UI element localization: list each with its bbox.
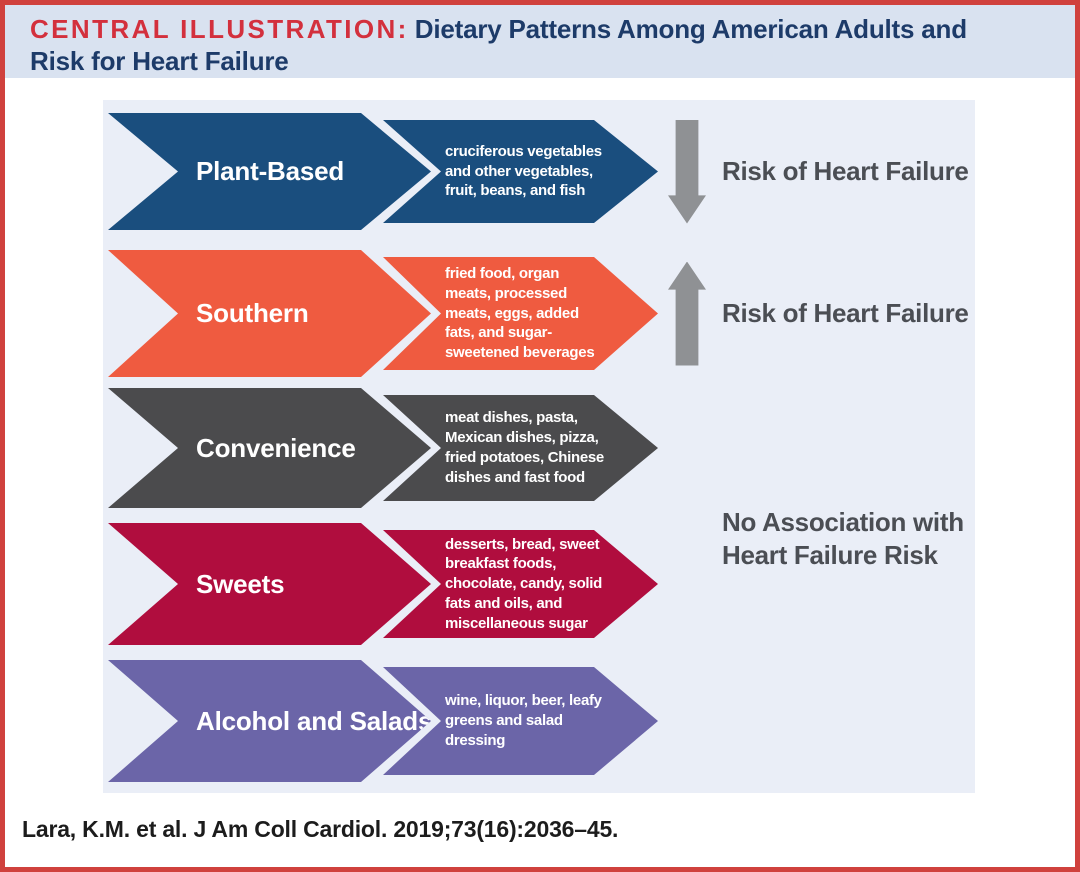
figure-title-line1: Dietary Patterns Among American Adults a… xyxy=(414,14,967,44)
no-association-text: No Association with Heart Failure Risk xyxy=(722,507,964,570)
risk-indicator: Risk of Heart Failure xyxy=(668,250,969,377)
increase-arrow-icon xyxy=(668,261,706,366)
diet-description: cruciferous vegetables and other vegetab… xyxy=(445,142,602,200)
diet-row-plant-based: Plant-Based cruciferous vegetables and o… xyxy=(108,113,970,230)
risk-outcome-text: Risk of Heart Failure xyxy=(722,156,969,186)
figure-header: CENTRAL ILLUSTRATION:Dietary Patterns Am… xyxy=(5,5,1075,78)
figure-title-line2: Risk for Heart Failure xyxy=(30,46,289,76)
figure-title-label: CENTRAL ILLUSTRATION: xyxy=(30,14,409,44)
diet-row-southern: Southern fried food, organ meats, proces… xyxy=(108,250,970,377)
diet-name: Convenience xyxy=(196,432,356,463)
figure-title: CENTRAL ILLUSTRATION:Dietary Patterns Am… xyxy=(30,13,1055,77)
diet-name-arrow: Plant-Based xyxy=(108,113,431,230)
decrease-arrow-icon xyxy=(668,119,706,224)
diet-row-convenience: Convenience meat dishes, pasta, Mexican … xyxy=(108,388,970,508)
diet-row-sweets: Sweets desserts, bread, sweet breakfast … xyxy=(108,523,970,645)
diet-description-arrow: cruciferous vegetables and other vegetab… xyxy=(383,120,658,223)
diet-name-arrow: Southern xyxy=(108,250,431,377)
risk-outcome-text: Risk of Heart Failure xyxy=(722,298,969,328)
diet-row-alcohol-and-salads: Alcohol and Salads wine, liquor, beer, l… xyxy=(108,660,970,782)
diet-description-arrow: fried food, organ meats, processed meats… xyxy=(383,257,658,370)
risk-indicator: Risk of Heart Failure xyxy=(668,113,969,230)
diet-description: wine, liquor, beer, leafy greens and sal… xyxy=(445,692,602,749)
diet-name-arrow: Convenience xyxy=(108,388,431,508)
diagram-panel: Plant-Based cruciferous vegetables and o… xyxy=(103,100,975,793)
diet-name-arrow: Sweets xyxy=(108,523,431,645)
diet-description: meat dishes, pasta, Mexican dishes, pizz… xyxy=(445,409,604,486)
diet-name-arrow: Alcohol and Salads xyxy=(108,660,431,782)
diet-description: desserts, bread, sweet breakfast foods, … xyxy=(445,535,603,632)
diet-name: Southern xyxy=(196,298,309,328)
citation-text: Lara, K.M. et al. J Am Coll Cardiol. 201… xyxy=(22,816,619,842)
diet-description: fried food, organ meats, processed meats… xyxy=(445,265,595,362)
diet-name: Sweets xyxy=(196,568,285,599)
diet-name: Plant-Based xyxy=(196,156,345,186)
diet-name: Alcohol and Salads xyxy=(196,705,433,736)
